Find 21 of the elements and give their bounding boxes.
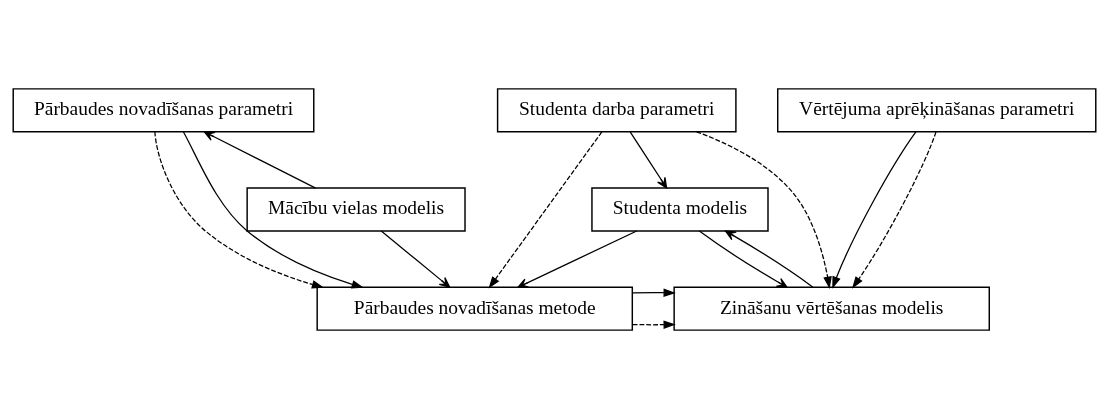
arrow — [629, 130, 668, 189]
node-box: Pārbaudes novadīšanas metode — [316, 286, 634, 331]
node-box: Pārbaudes novadīšanas parametri — [12, 87, 315, 132]
arrow — [724, 229, 814, 288]
arrow — [182, 130, 364, 288]
arrow — [203, 130, 317, 189]
arrow — [851, 130, 937, 289]
arrow — [517, 229, 638, 288]
node-box: Zināšanu vērtēšanas modelis — [673, 286, 990, 331]
arrow — [698, 229, 788, 288]
arrow — [380, 229, 451, 288]
node-box: Studenta modelis — [591, 186, 769, 232]
node-box: Vērtējuma aprēķināšanas parametri — [777, 87, 1097, 132]
arrow — [695, 130, 832, 289]
arrow — [832, 130, 917, 289]
node-box: Studenta darba parametri — [496, 87, 737, 132]
arrow — [632, 287, 676, 297]
arrow — [154, 130, 325, 289]
node-box: Mācību vielas modelis — [246, 186, 466, 232]
arrow — [488, 130, 603, 289]
arrow — [632, 319, 676, 329]
